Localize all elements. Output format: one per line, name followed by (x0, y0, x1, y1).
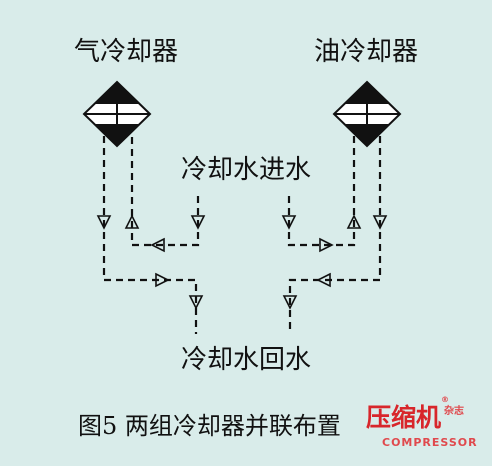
flow-arrow-down-icon (188, 295, 204, 310)
supply-water-label: 冷却水进水 (181, 155, 311, 185)
air-cooler-label: 气冷却器 (74, 37, 178, 67)
flow-arrow-right-icon (155, 272, 170, 288)
flow-arrows-left (96, 214, 206, 310)
flow-arrow-up-icon (124, 214, 140, 229)
flow-arrow-left-icon (150, 237, 165, 253)
flow-arrow-right-icon (319, 237, 334, 253)
return-water-label: 冷却水回水 (181, 345, 311, 375)
air-cooler-icon (82, 80, 152, 148)
flow-arrow-down-icon (372, 215, 388, 230)
flow-arrow-down-icon (281, 215, 297, 230)
logo-english: COMPRESSOR (382, 436, 478, 449)
oil-cooler-icon (332, 80, 402, 148)
oil-cooler-label: 油冷却器 (314, 37, 418, 67)
logo-registered-mark: ® (441, 395, 449, 404)
air-cooler-piping (102, 136, 200, 334)
logo-tag: 杂志 (444, 404, 464, 417)
flow-arrow-down-icon (96, 215, 112, 230)
flow-arrow-down-icon (282, 295, 298, 310)
oil-cooler-piping (287, 136, 382, 334)
compressor-magazine-logo: 压缩机 杂志 ® COMPRESSOR (366, 395, 478, 449)
flow-arrows-right (281, 214, 388, 310)
logo-brand: 压缩机 (366, 403, 441, 432)
flow-arrow-down-icon (190, 215, 206, 230)
flow-arrow-up-icon (346, 214, 362, 229)
figure-caption: 图5 两组冷却器并联布置 (78, 412, 341, 440)
flow-arrow-left-icon (316, 272, 331, 288)
